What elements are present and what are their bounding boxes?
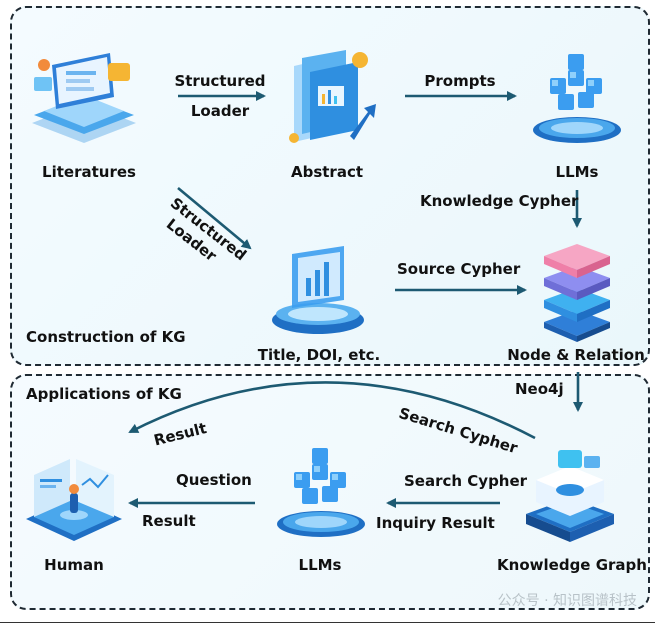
structured-loader-1-line2: Loader [190, 102, 250, 120]
llms-top-icon [533, 54, 621, 143]
construction-of-kg-label: Construction of KG [26, 328, 186, 346]
knowledge-graph-label: Knowledge Graph [497, 556, 647, 574]
arrow-kg-human-arc [128, 381, 536, 440]
prompts-label: Prompts [424, 72, 496, 90]
question-label: Question [176, 471, 252, 489]
human-icon [26, 459, 122, 541]
llms-bottom-label: LLMs [298, 556, 342, 574]
title-doi-label: Title, DOI, etc. [257, 346, 381, 364]
watermark: 公众号 · 知识图谱科技 [497, 593, 637, 609]
literatures-icon [32, 53, 136, 143]
llms-bottom-icon [277, 448, 365, 537]
title-doi-icon [272, 246, 364, 334]
structured-loader-1-line1: Structured [174, 72, 266, 90]
neo4j-label: Neo4j [515, 380, 564, 398]
node-relation-label: Node & Relation [507, 346, 645, 364]
arrow-literatures-title [177, 187, 252, 250]
abstract-label: Abstract [290, 163, 364, 181]
node-relation-icon [544, 244, 610, 342]
applications-of-kg-label: Applications of KG [26, 385, 182, 403]
abstract-icon [289, 50, 376, 143]
llms-top-label: LLMs [555, 163, 599, 181]
result-bottom-label: Result [142, 512, 196, 530]
bottom-divider [0, 622, 655, 623]
search-cypher-label: Search Cypher [404, 472, 528, 490]
inquiry-result-label: Inquiry Result [376, 514, 495, 532]
human-label: Human [44, 556, 104, 574]
literatures-label: Literatures [42, 163, 136, 181]
knowledge-cypher-label: Knowledge Cypher [420, 192, 579, 210]
knowledge-graph-icon [526, 450, 614, 542]
source-cypher-label: Source Cypher [397, 260, 521, 278]
